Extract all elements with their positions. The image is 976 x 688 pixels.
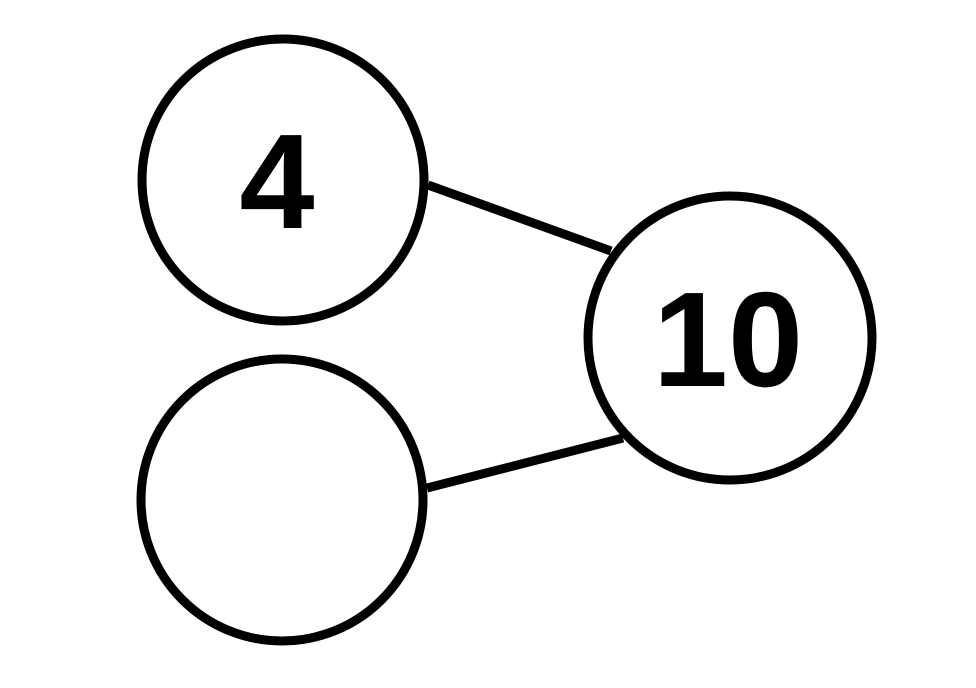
connector-line-top <box>426 180 613 256</box>
part-circle-top <box>137 34 429 326</box>
part-value-top: 4 <box>239 106 314 257</box>
connector-line-bottom <box>425 433 625 493</box>
part-circle-bottom-empty <box>136 354 428 646</box>
whole-value: 10 <box>653 264 803 415</box>
whole-circle <box>583 191 877 485</box>
